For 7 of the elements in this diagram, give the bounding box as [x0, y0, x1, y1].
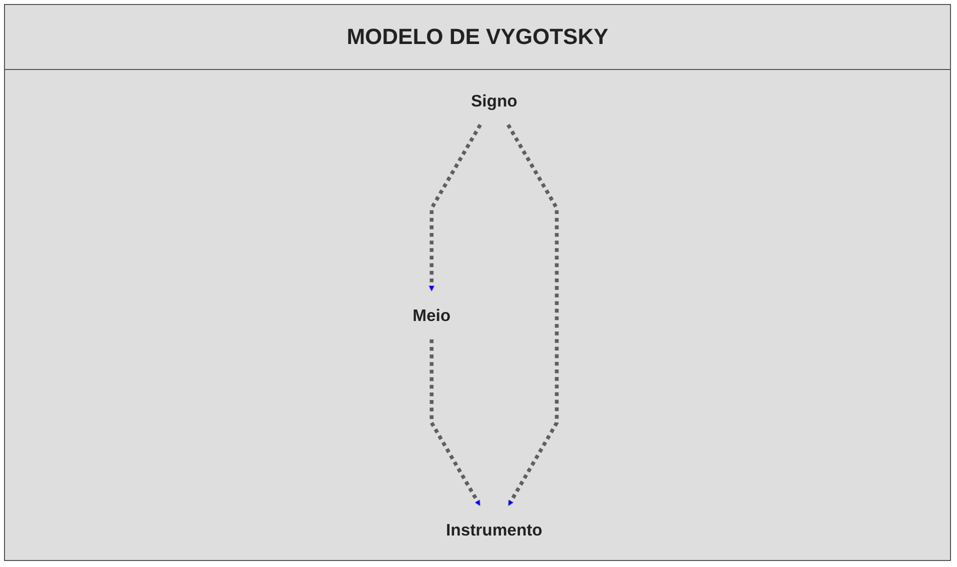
arrow: [430, 339, 481, 506]
title: MODELO DE VYGOTSKY: [5, 5, 950, 70]
arrow: [428, 124, 482, 292]
node-text: Signo: [471, 91, 518, 110]
arrow: [506, 124, 559, 506]
node-text: Meio: [412, 306, 451, 325]
node-text: Instrumento: [446, 520, 542, 540]
